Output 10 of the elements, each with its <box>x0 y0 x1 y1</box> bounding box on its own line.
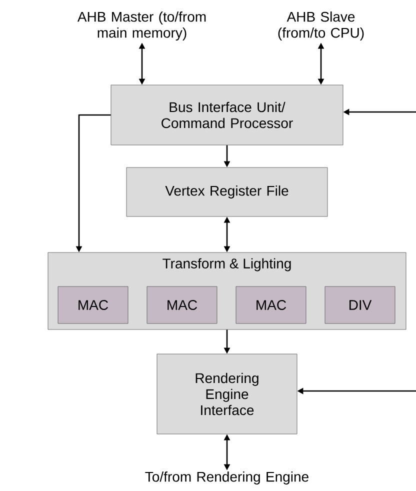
unit-box: DIV <box>324 286 396 324</box>
unit-box: MAC <box>146 286 218 324</box>
unit-box: MAC <box>58 286 128 324</box>
block-box: Vertex Register File <box>126 167 328 217</box>
unit-box: MAC <box>236 286 306 324</box>
port-label: AHB Slave (from/to CPU) <box>278 11 364 41</box>
port-label: AHB Master (to/from main memory) <box>77 11 206 41</box>
block-box: Bus Interface Unit/ Command Processor <box>110 84 344 146</box>
block-box: Rendering Engine Interface <box>156 354 298 434</box>
port-label: To/from Rendering Engine <box>145 471 308 485</box>
